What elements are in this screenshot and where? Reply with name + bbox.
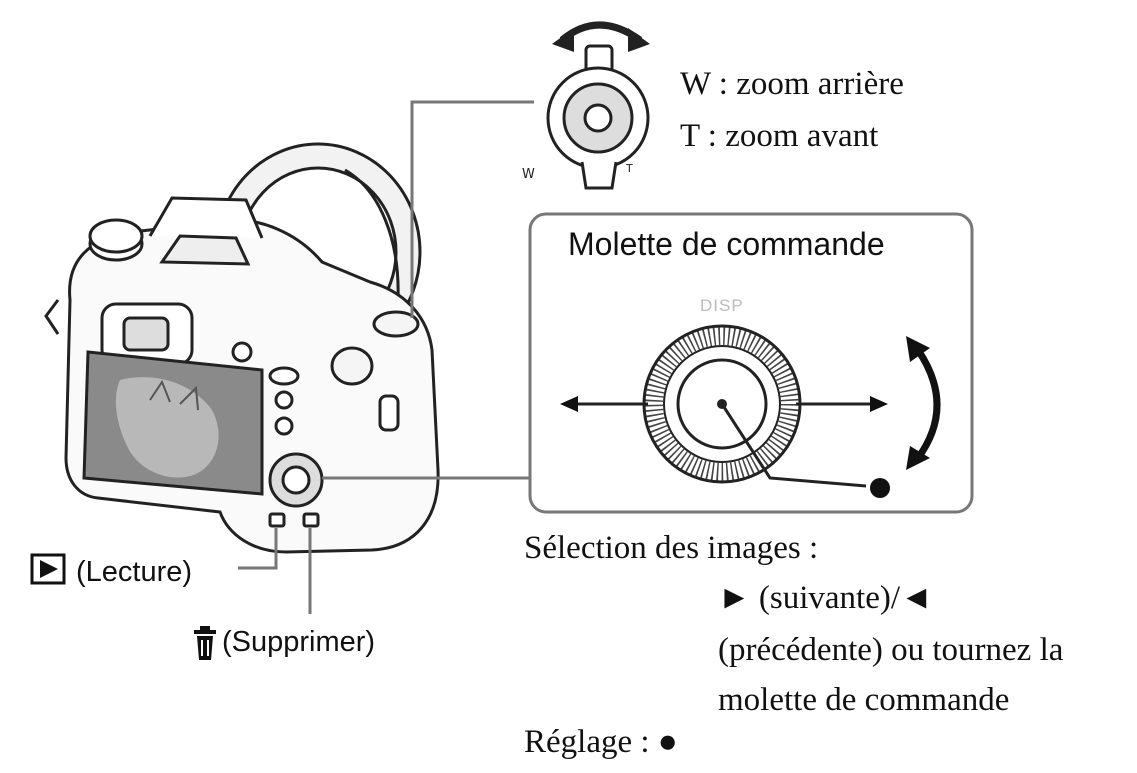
svg-text:T: T [625, 162, 633, 175]
zoom-leader-line [410, 100, 534, 318]
image-selection-title: Sélection des images : [524, 530, 819, 566]
delete-label: (Supprimer) [222, 626, 376, 658]
image-selection-line-2: (précédente) ou tournez la [718, 632, 1064, 668]
dial-set-dot [870, 478, 890, 498]
setting-label: Réglage : ● [524, 724, 678, 760]
zoom-tele-label: T : zoom avant [680, 118, 879, 154]
delete-button-on-body [302, 512, 320, 528]
image-selection-line-1: ► (suivante)/◄ [718, 580, 933, 616]
camera-body [44, 142, 440, 554]
leader-lines [238, 100, 534, 614]
playback-label: (Lecture) [76, 556, 193, 588]
control-dial-title: Molette de commande [568, 226, 885, 262]
playback-leader-line [238, 528, 278, 570]
zoom-wide-label: W : zoom arrière [680, 66, 904, 102]
svg-text:W: W [522, 167, 535, 182]
playback-icon [30, 553, 66, 585]
playback-button-on-body [268, 512, 286, 528]
zoom-lever-detail: W T [522, 21, 650, 190]
trash-icon [194, 626, 216, 660]
image-selection-line-3: molette de commande [718, 682, 1010, 718]
disp-label: DISP [700, 296, 744, 315]
dial-rotate-arrow [915, 348, 941, 461]
dial-left-arrow [560, 396, 578, 412]
dial-right-arrow [870, 396, 888, 412]
dial-detail-box [528, 212, 974, 514]
